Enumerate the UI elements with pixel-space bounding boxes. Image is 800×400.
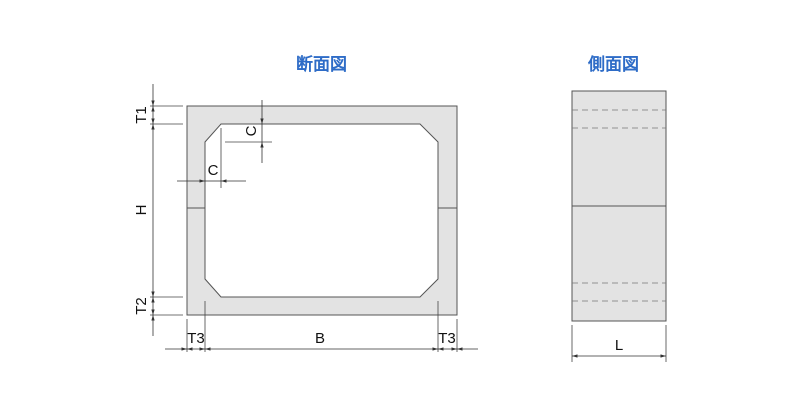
t2-label: T2 [133, 297, 150, 315]
b-label: B [315, 330, 325, 347]
section-view [186, 105, 458, 316]
t3-left-label: T3 [187, 330, 205, 347]
t1-label: T1 [133, 106, 150, 124]
h-label: H [133, 205, 150, 216]
extension-lines [150, 105, 458, 352]
side-view: L [571, 90, 667, 362]
side-view-title: 側面図 [588, 55, 639, 75]
chamfer-dimensions [177, 100, 264, 183]
culvert-section-body [186, 105, 458, 316]
chamfer-horizontal-label: C [208, 162, 219, 179]
section-view-title: 断面図 [296, 55, 347, 75]
chamfer-vertical-label: C [243, 125, 260, 136]
l-label: L [615, 337, 623, 354]
hidden-lines [572, 109, 666, 302]
t3-right-label: T3 [438, 330, 456, 347]
